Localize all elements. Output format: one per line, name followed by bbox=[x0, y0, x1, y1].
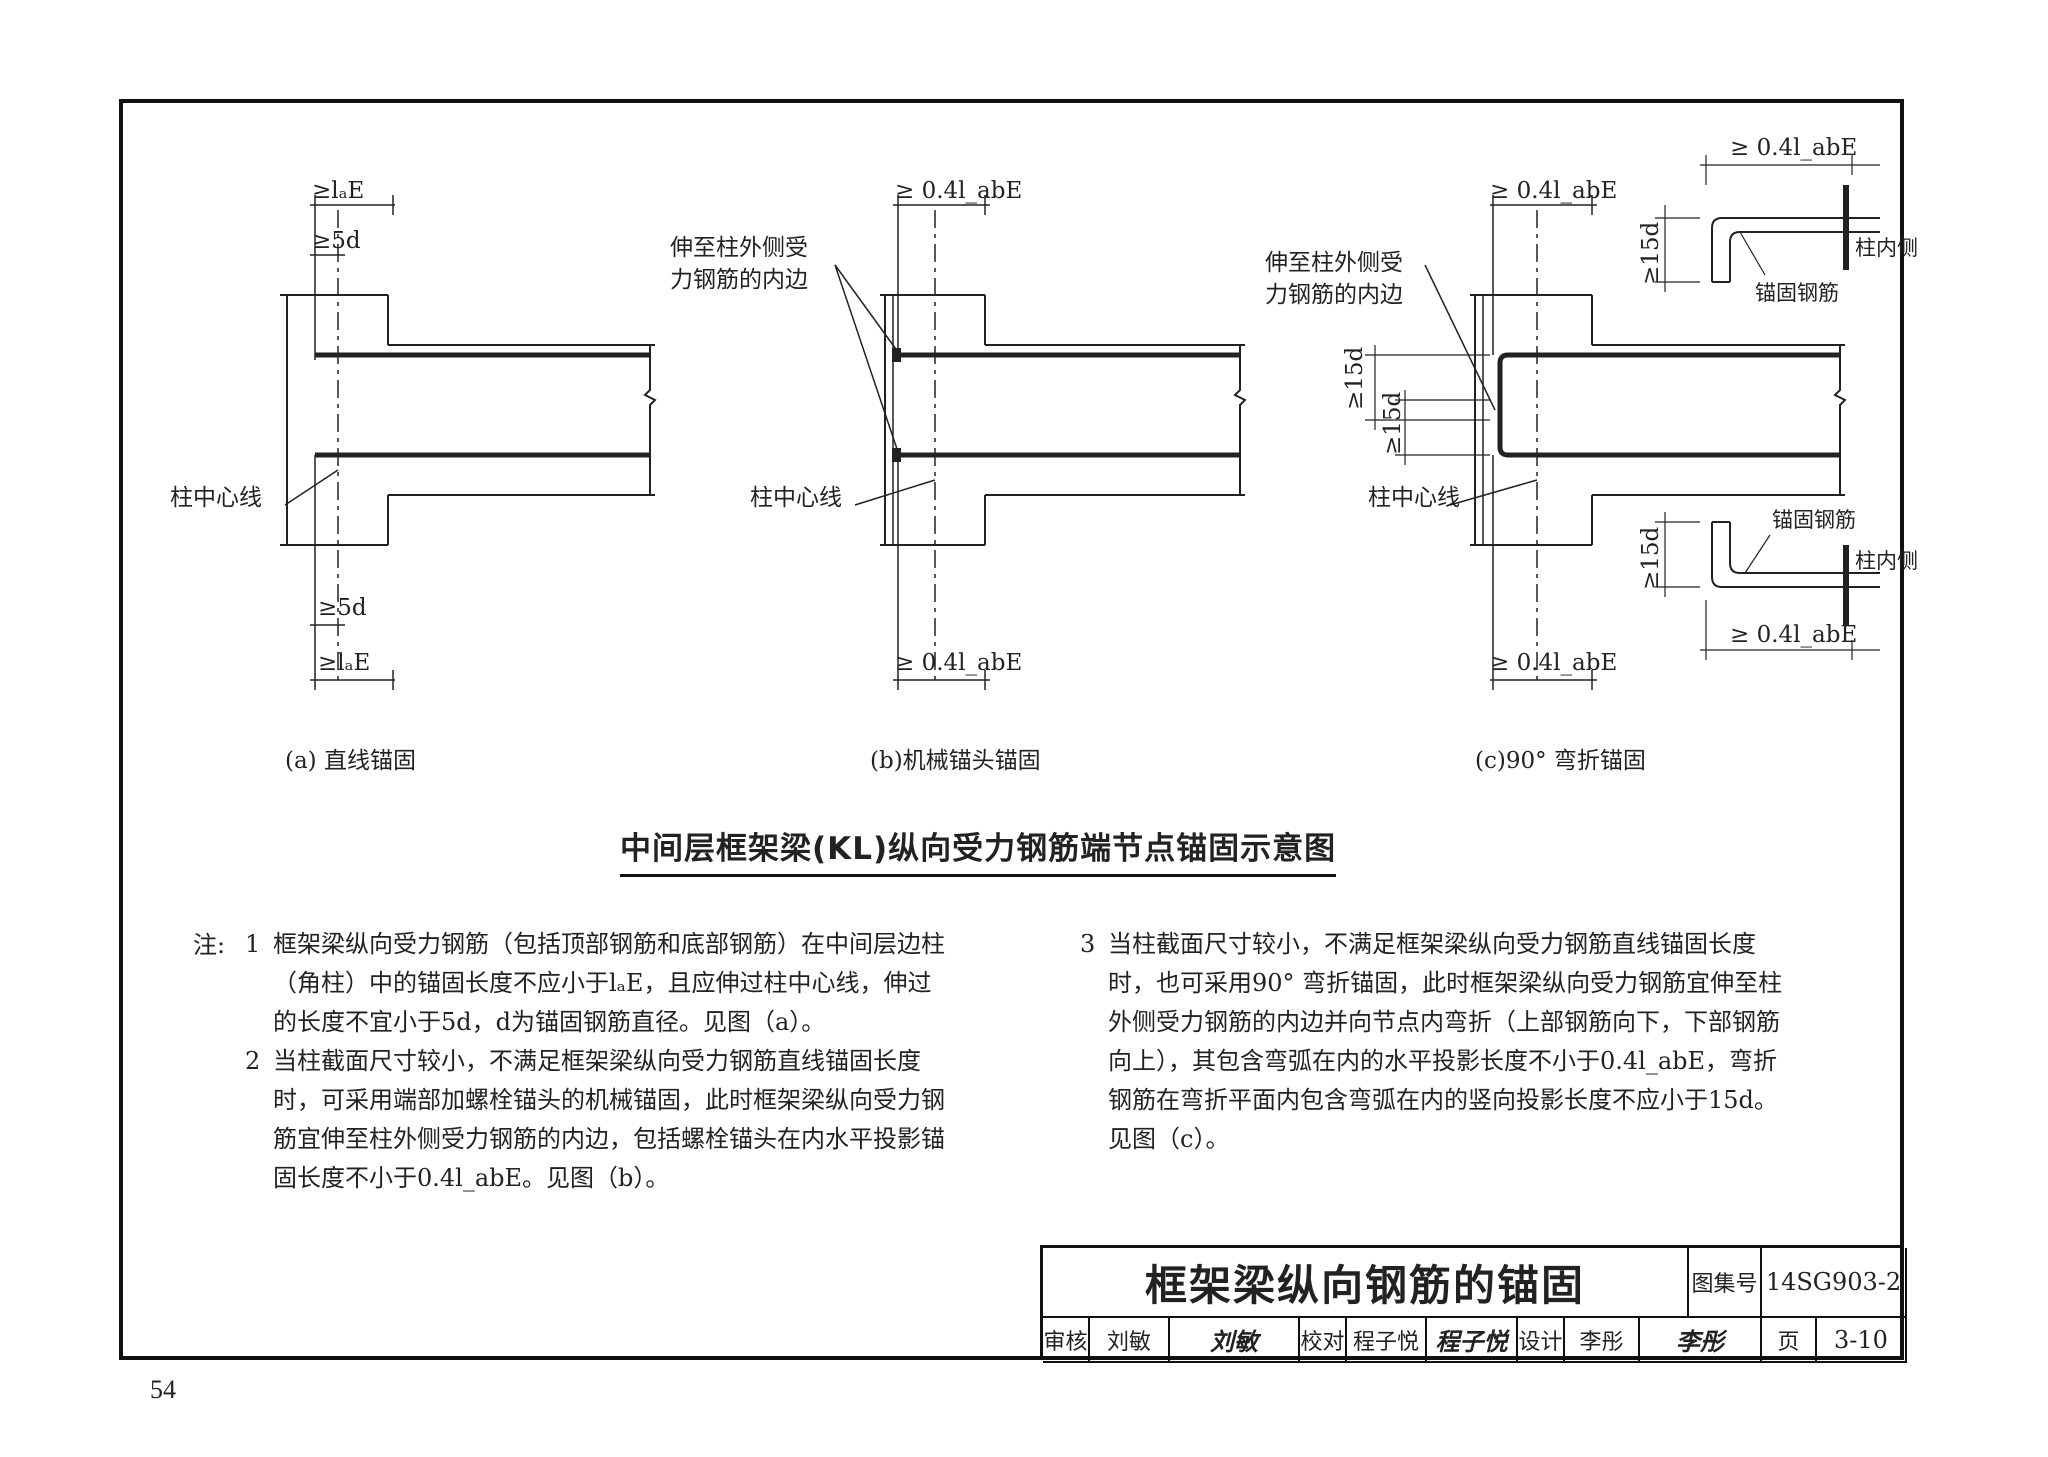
c-callout-line1: 伸至柱外侧受 bbox=[1265, 250, 1403, 276]
c-detail-top-inner: 柱内侧 bbox=[1855, 236, 1918, 260]
atlas-label: 图集号 bbox=[1689, 1248, 1762, 1318]
a-center-label: 柱中心线 bbox=[170, 485, 262, 511]
b-center-label: 柱中心线 bbox=[750, 485, 842, 511]
a-dim-bot-2: ≥lₐE bbox=[318, 650, 370, 676]
c-detail-top-rebar: 锚固钢筋 bbox=[1755, 281, 1839, 305]
atlas-value: 14SG903-2 bbox=[1762, 1248, 1907, 1318]
c-detail-bot-inner: 柱内侧 bbox=[1855, 549, 1918, 573]
checker: 程子悦 bbox=[1347, 1318, 1427, 1363]
c-dim-top: ≥ 0.4l_abE bbox=[1490, 178, 1617, 204]
drawing-title: 框架梁纵向钢筋的锚固 bbox=[1043, 1248, 1689, 1318]
reviewer: 刘敏 bbox=[1090, 1318, 1170, 1363]
notes-label: 注: bbox=[193, 931, 226, 959]
checker-signature: 程子悦 bbox=[1427, 1318, 1518, 1363]
design-label: 设计 bbox=[1518, 1318, 1565, 1363]
c-detail-bot-15d: ≥15d bbox=[1638, 526, 1664, 590]
page-value: 3-10 bbox=[1817, 1318, 1907, 1363]
c-center-label: 柱中心线 bbox=[1368, 485, 1460, 511]
note-text: 框架梁纵向受力钢筋（包括顶部钢筋和底部钢筋）在中间层边柱（角柱）中的锚固长度不应… bbox=[273, 930, 945, 1036]
b-dim-top: ≥ 0.4l_abE bbox=[895, 178, 1022, 204]
note-item-3: 3 当柱截面尺寸较小，不满足框架梁纵向受力钢筋直线锚固长度时，也可采用90° 弯… bbox=[1080, 925, 1800, 1159]
main-title: 中间层框架梁(KL)纵向受力钢筋端节点锚固示意图 bbox=[620, 823, 1337, 877]
title-block: 框架梁纵向钢筋的锚固 图集号 14SG903-2 审核 刘敏 刘敏 校对 程子悦… bbox=[1040, 1245, 1907, 1363]
diagram-a bbox=[280, 195, 657, 690]
c-caption: (c)90° 弯折锚固 bbox=[1475, 748, 1646, 774]
c-dim-15d-bot: ≥15d bbox=[1380, 391, 1406, 455]
b-dim-bot: ≥ 0.4l_abE bbox=[895, 650, 1022, 676]
diagram-b bbox=[834, 195, 1247, 690]
page-number: 54 bbox=[150, 1375, 176, 1404]
review-label: 审核 bbox=[1043, 1318, 1090, 1363]
diagram-c bbox=[1365, 155, 1880, 690]
note-text: 当柱截面尺寸较小，不满足框架梁纵向受力钢筋直线锚固长度时，也可采用90° 弯折锚… bbox=[1108, 930, 1783, 1153]
c-detail-top-15d: ≥15d bbox=[1638, 221, 1664, 285]
a-dim-bot-1: ≥5d bbox=[318, 595, 367, 621]
page-label: 页 bbox=[1762, 1318, 1817, 1363]
notes-left: 1 框架梁纵向受力钢筋（包括顶部钢筋和底部钢筋）在中间层边柱（角柱）中的锚固长度… bbox=[245, 925, 945, 1198]
b-caption: (b)机械锚头锚固 bbox=[870, 748, 1041, 774]
designer-signature: 李彤 bbox=[1640, 1318, 1762, 1363]
check-label: 校对 bbox=[1300, 1318, 1347, 1363]
c-detail-top-dim: ≥ 0.4l_abE bbox=[1730, 135, 1857, 161]
b-callout-line1: 伸至柱外侧受 bbox=[670, 235, 808, 261]
a-dim-top-1: ≥lₐE bbox=[312, 178, 364, 204]
note-number: 1 bbox=[245, 930, 261, 958]
note-item-1: 1 框架梁纵向受力钢筋（包括顶部钢筋和底部钢筋）在中间层边柱（角柱）中的锚固长度… bbox=[245, 925, 945, 1042]
c-dim-bot: ≥ 0.4l_abE bbox=[1490, 650, 1617, 676]
drawing-frame bbox=[119, 99, 1904, 1360]
designer: 李彤 bbox=[1565, 1318, 1640, 1363]
reviewer-signature: 刘敏 bbox=[1170, 1318, 1300, 1363]
note-item-2: 2 当柱截面尺寸较小，不满足框架梁纵向受力钢筋直线锚固长度时，可采用端部加螺栓锚… bbox=[245, 1042, 945, 1198]
c-dim-15d-top: ≥15d bbox=[1342, 346, 1368, 410]
note-number: 3 bbox=[1080, 930, 1096, 958]
c-callout-line2: 力钢筋的内边 bbox=[1265, 282, 1403, 308]
c-detail-bot-rebar: 锚固钢筋 bbox=[1772, 508, 1856, 532]
notes-right: 3 当柱截面尺寸较小，不满足框架梁纵向受力钢筋直线锚固长度时，也可采用90° 弯… bbox=[1080, 925, 1800, 1159]
note-number: 2 bbox=[245, 1047, 261, 1075]
b-callout-line2: 力钢筋的内边 bbox=[670, 267, 808, 293]
note-text: 当柱截面尺寸较小，不满足框架梁纵向受力钢筋直线锚固长度时，可采用端部加螺栓锚头的… bbox=[273, 1047, 945, 1192]
a-caption: (a) 直线锚固 bbox=[285, 748, 416, 774]
c-detail-bot-dim: ≥ 0.4l_abE bbox=[1730, 622, 1857, 648]
a-dim-top-2: ≥5d bbox=[312, 228, 361, 254]
